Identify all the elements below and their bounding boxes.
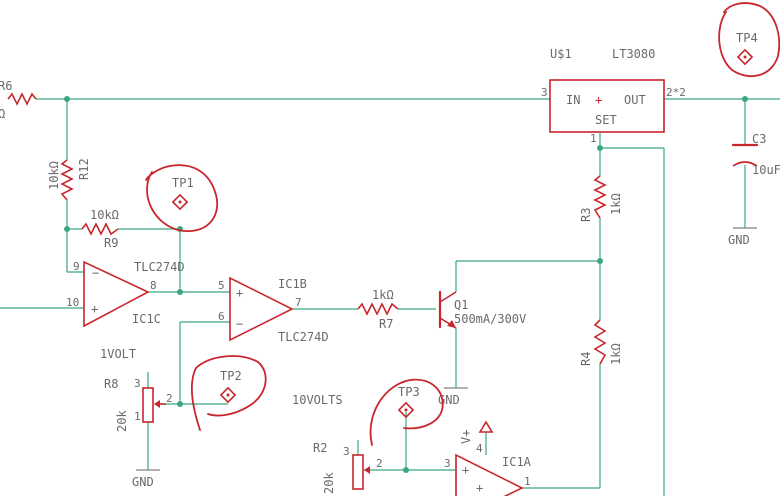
r6-unit: Ω: [0, 107, 5, 121]
ic1b-minus: −: [236, 317, 243, 331]
vplus-label: V+: [459, 430, 473, 444]
r6-label: R6: [0, 79, 12, 93]
ic1b-part: TLC274D: [278, 330, 329, 344]
r8-label: R8: [104, 377, 118, 391]
potentiometer-r8: 1VOLT R8 20k 3 2 1 GND: [100, 347, 173, 489]
potentiometer-r2: 10VOLTS R2 20k 3 2: [292, 393, 383, 494]
tp2: TP2: [191, 355, 267, 431]
opamp-ic1b: + − 5 6 7 IC1B TLC274D: [218, 276, 329, 344]
resistor-r3: R3 1kΩ: [579, 175, 623, 222]
u1-pin-out: 2*2: [666, 86, 686, 99]
tp3-label: TP3: [398, 385, 420, 399]
r8-pin2: 2: [166, 392, 173, 405]
tp4: TP4: [718, 2, 780, 78]
r2-pin2: 2: [376, 457, 383, 470]
ic1c-pin8: 8: [150, 279, 157, 292]
q1-rating: 500mA/300V: [454, 312, 526, 326]
transistor-q1: Q1 500mA/300V: [438, 290, 526, 329]
tp1: TP1: [145, 164, 219, 233]
u1-pin-set: 1: [590, 132, 597, 145]
opamp-ic1a: + + 3 4 1 IC1A V+: [444, 420, 532, 496]
ic1b-plus: +: [236, 286, 243, 300]
ic1c-minus: −: [92, 266, 99, 280]
u1-set: SET: [595, 113, 617, 127]
ic1b-pin6: 6: [218, 310, 225, 323]
r2-label: R2: [313, 441, 327, 455]
ic1a-plus-sign-2: +: [476, 481, 483, 495]
ic1b-pin5: 5: [218, 279, 225, 292]
ic1b-pin7: 7: [295, 296, 302, 309]
u1-label: U$1: [550, 47, 572, 61]
opamp-ic1c: − + 9 10 8 TLC274D IC1C: [66, 260, 185, 328]
tp3: TP3: [369, 378, 444, 446]
r4-label: R4: [579, 352, 593, 366]
c3-value: 10uF: [752, 163, 780, 177]
r2-value: 20k: [322, 472, 336, 494]
resistor-r6: R6 Ω: [0, 79, 37, 121]
r2-pin3: 3: [343, 445, 350, 458]
ic1c-part: TLC274D: [134, 260, 185, 274]
capacitor-c3: C3 10uF GND: [728, 132, 780, 247]
r7-label: R7: [379, 317, 393, 331]
ic1a-plus-sign: +: [462, 463, 469, 477]
ic1c-label: IC1C: [132, 312, 161, 326]
regulator-u1: U$1 LT3080 IN OUT SET 3 2*2 1 +: [541, 47, 686, 145]
r8-value: 20k: [115, 410, 129, 432]
gnd-r8-label: GND: [132, 475, 154, 489]
r8-pin3: 3: [134, 377, 141, 390]
r12-value: 10kΩ: [47, 161, 61, 190]
q1-label: Q1: [454, 298, 468, 312]
ic1a-pin1: 1: [524, 475, 531, 488]
r2-net: 10VOLTS: [292, 393, 343, 407]
u1-in: IN: [566, 93, 580, 107]
tp4-label: TP4: [736, 31, 758, 45]
r12-label: R12: [77, 158, 91, 180]
c3-label: C3: [752, 132, 766, 146]
ic1c-pin9: 9: [73, 260, 80, 273]
ic1b-label: IC1B: [278, 277, 307, 291]
r7-value: 1kΩ: [372, 288, 394, 302]
ic1c-plus: +: [91, 302, 98, 316]
u1-out: OUT: [624, 93, 646, 107]
wires: [0, 98, 780, 496]
u1-part: LT3080: [612, 47, 655, 61]
r3-label: R3: [579, 208, 593, 222]
r3-value: 1kΩ: [609, 193, 623, 215]
ic1a-label: IC1A: [502, 455, 532, 469]
ic1a-pin4: 4: [476, 442, 483, 455]
resistor-r9: 10kΩ R9: [81, 208, 119, 250]
r8-pin1: 1: [134, 410, 141, 423]
r9-label: R9: [104, 236, 118, 250]
r9-value: 10kΩ: [90, 208, 119, 222]
ic1c-pin10: 10: [66, 296, 79, 309]
resistor-r4: R4 1kΩ: [579, 319, 623, 366]
ic1a-pin3: 3: [444, 457, 451, 470]
r8-net: 1VOLT: [100, 347, 136, 361]
resistor-r7: 1kΩ R7: [357, 288, 399, 331]
tp2-label: TP2: [220, 369, 242, 383]
tp1-label: TP1: [172, 176, 194, 190]
gnd-top-label: GND: [728, 233, 750, 247]
r4-value: 1kΩ: [609, 343, 623, 365]
u1-origin-mark: +: [595, 93, 602, 107]
u1-pin-in: 3: [541, 86, 548, 99]
resistor-r12: 10kΩ R12: [47, 158, 91, 201]
